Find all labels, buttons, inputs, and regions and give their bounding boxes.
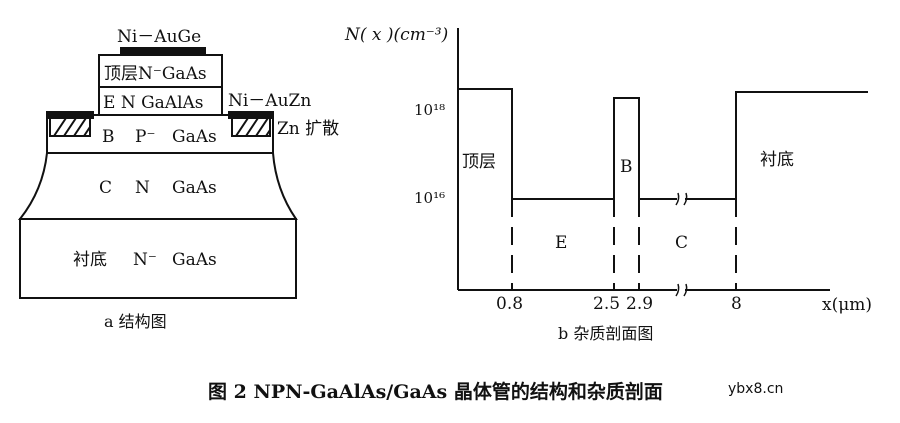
top-contact-label: Ni－AuGe: [117, 27, 201, 47]
region-substrate-label: 衬底: [760, 150, 794, 170]
x-tick-2.5: 2.5: [593, 294, 620, 314]
collector-layer: [17, 152, 298, 220]
zn-diffusion-label: Zn 扩散: [277, 119, 339, 139]
x-axis-label: x(μm): [822, 295, 872, 315]
region-c-label: C: [675, 233, 688, 253]
emitter-layer-label: E N GaAlAs: [103, 93, 204, 113]
doping-profile-line: [458, 88, 868, 200]
top-layer-label: 顶层N⁻GaAs: [104, 64, 207, 84]
collector-label-c: C: [99, 178, 112, 198]
y-tick-low: 10¹⁶: [414, 189, 445, 207]
structure-caption: a 结构图: [104, 312, 167, 331]
y-axis-label: N( x )(cm⁻³): [344, 25, 448, 45]
base-label-p: P⁻: [135, 127, 155, 147]
top-contact-metal: [120, 47, 206, 56]
side-contact-label: Ni－AuZn: [228, 91, 311, 111]
collector-label-n: N: [135, 178, 150, 198]
y-tick-high: 10¹⁸: [414, 101, 445, 119]
structure-labels: Ni－AuGe 顶层N⁻GaAs E N GaAlAs Ni－AuZn Zn 扩…: [73, 27, 339, 331]
base-label-gaas: GaAs: [172, 127, 217, 147]
watermark: ybx8.cn: [728, 381, 783, 397]
profile-labels: N( x )(cm⁻³) 10¹⁸ 10¹⁶ 顶层 E B C 衬底 0.8 2…: [344, 25, 872, 343]
x-tick-8: 8: [731, 294, 742, 314]
x-axis-break-mark: [675, 283, 688, 297]
left-zn-contact: [46, 111, 94, 137]
profile-break-mark: [675, 192, 688, 206]
substrate-label-gaas: GaAs: [172, 250, 217, 270]
profile-caption: b 杂质剖面图: [558, 324, 653, 343]
region-boundary-lines: [511, 199, 737, 290]
x-tick-2.9: 2.9: [626, 294, 653, 314]
profile-diagram: [457, 28, 868, 297]
region-e-label: E: [555, 233, 567, 253]
substrate-label-n: N⁻: [133, 250, 157, 270]
substrate-layer: [19, 218, 297, 299]
region-top-label: 顶层: [462, 152, 496, 172]
base-label-b: B: [102, 127, 115, 147]
x-tick-0.8: 0.8: [496, 294, 523, 314]
figure-title: 图 2 NPN-GaAlAs/GaAs 晶体管的结构和杂质剖面: [208, 380, 663, 403]
structure-diagram: [17, 47, 298, 299]
right-zn-contact: [228, 111, 274, 137]
region-b-label: B: [620, 157, 633, 177]
collector-label-gaas: GaAs: [172, 178, 217, 198]
substrate-label-name: 衬底: [73, 250, 107, 270]
